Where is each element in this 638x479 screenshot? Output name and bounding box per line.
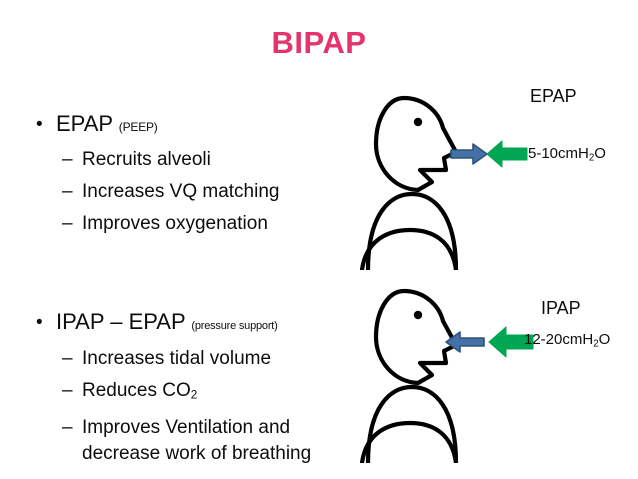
list-item-label: Improves oxygenation [82, 213, 268, 234]
dash-glyph: – [62, 181, 73, 202]
patient-head-torso-icon [360, 95, 459, 270]
page-title: BIPAP [271, 25, 367, 60]
content-block-epap: •EPAP (PEEP) –Recruits alveoli –Increase… [26, 110, 346, 237]
bullet-glyph: • [36, 312, 43, 333]
value-prefix: 5-10cmH [528, 145, 589, 162]
list-item-label: Improves Ventilation and decrease work o… [82, 416, 312, 464]
content-block-ipap: •IPAP – EPAP (pressure support) –Increas… [26, 308, 346, 467]
eye-icon [413, 117, 423, 127]
patient-profile-ipap-figure [360, 283, 490, 463]
value-suffix: O [598, 331, 611, 348]
bullet-glyph: • [36, 114, 43, 135]
label-ipap: IPAP [541, 298, 581, 318]
value-suffix: O [594, 145, 606, 162]
dash-glyph: – [62, 348, 73, 369]
label-epap: EPAP [530, 86, 577, 106]
heading-note: (pressure support) [191, 320, 278, 332]
heading-text: IPAP – EPAP [56, 309, 186, 334]
list-item-label: Reduces CO [82, 380, 191, 401]
bullet-heading-ipap: • IPAP – EPAP (pressure support) [26, 308, 346, 340]
value-prefix: 12-20cmH [524, 331, 594, 348]
value-subscript: 2 [588, 152, 595, 164]
value-epap-pressure: 5-10cmH2O [528, 145, 606, 163]
dash-glyph: – [62, 380, 73, 401]
dash-glyph: – [62, 149, 73, 170]
list-item: –Reduces CO2 [26, 378, 346, 409]
patient-head-torso-icon [360, 288, 459, 463]
eye-icon [413, 310, 423, 320]
list-item-subscript: 2 [190, 388, 198, 402]
list-item-label: Increases tidal volume [82, 348, 272, 369]
exhale-arrow-blue-epap [449, 142, 489, 166]
heading-text: EPAP [56, 111, 113, 136]
value-ipap-pressure: 12-20cmH2O [524, 331, 610, 349]
pressure-arrow-green-ipap [488, 324, 534, 360]
exhale-arrow-blue-ipap [444, 330, 486, 354]
patient-profile-epap-figure [360, 90, 490, 270]
list-item-label: Increases VQ matching [82, 181, 280, 202]
value-subscript: 2 [593, 338, 599, 350]
list-item: –Increases tidal volume [26, 346, 346, 372]
dash-glyph: – [62, 416, 73, 438]
heading-note: (PEEP) [118, 120, 158, 134]
list-item-label: Recruits alveoli [82, 149, 211, 170]
list-item: –Increases VQ matching [26, 179, 346, 205]
pressure-arrow-green-epap [486, 138, 528, 170]
dash-glyph: – [62, 213, 73, 234]
list-item: –Improves Ventilation and decrease work … [26, 415, 332, 467]
list-item: –Recruits alveoli [26, 147, 346, 173]
bullet-heading-epap: • EPAP (PEEP) [26, 110, 346, 141]
list-item: –Improves oxygenation [26, 211, 346, 237]
